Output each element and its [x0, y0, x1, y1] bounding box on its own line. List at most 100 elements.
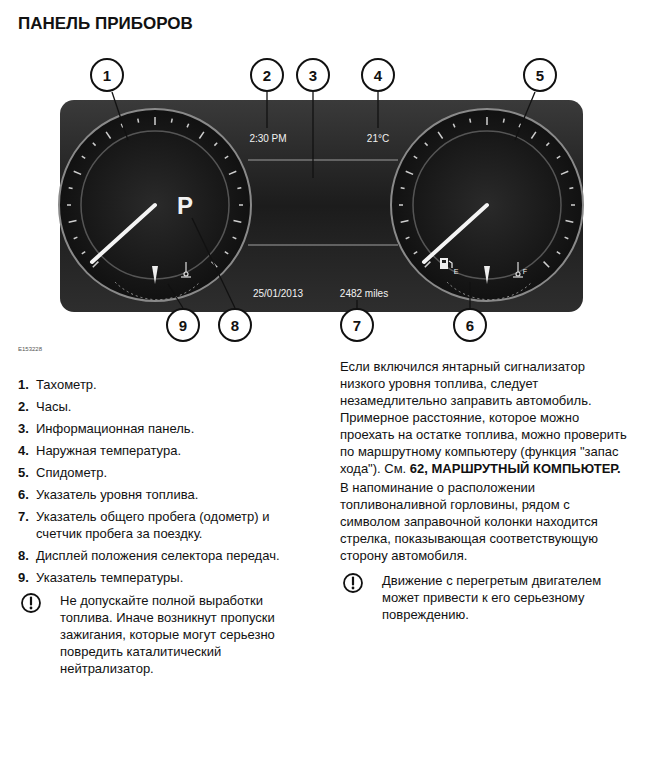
leader-lines [112, 92, 535, 308]
dial-tick [469, 119, 471, 123]
dial-tick [503, 119, 505, 123]
list-item: 4.Наружная температура. [18, 442, 310, 459]
callout-circle: 9 [166, 308, 200, 342]
list-item: 1.Тахометр. [18, 376, 310, 393]
callout-circle: 8 [218, 308, 252, 342]
dial-tick [137, 119, 139, 123]
dial-tick [74, 237, 78, 239]
callout-circle: 1 [90, 58, 124, 92]
item-number: 7. [18, 508, 36, 542]
dial-tick [571, 204, 575, 206]
item-number: 5. [18, 464, 36, 481]
item-number: 4. [18, 442, 36, 459]
dial-tick [82, 156, 85, 158]
temperature-icon [181, 262, 191, 277]
item-text: Спидометр. [36, 464, 310, 481]
figure-id: E153228 [18, 346, 42, 352]
callout-number: 3 [309, 67, 317, 84]
warning-note: Движение с перегретым двигателем может п… [340, 572, 630, 623]
dial-tick [154, 117, 156, 125]
callout-number: 6 [466, 317, 474, 334]
dial-tick [401, 187, 405, 189]
item-number: 9. [18, 569, 36, 586]
dial-tick [82, 252, 85, 254]
cross-reference: 62, МАРШРУТНЫЙ КОМПЬЮТЕР [410, 461, 617, 476]
dial-tick [239, 204, 243, 206]
dial-tick [225, 252, 228, 254]
dial-tick [544, 262, 550, 268]
dial-tick [566, 221, 574, 223]
display-text: F [523, 268, 527, 275]
item-text: Указатель уровня топлива. [36, 486, 310, 503]
dial-ticks [67, 117, 575, 267]
dial-tick [401, 221, 409, 223]
warning-note: Не допускайте полной выработки топлива. … [18, 592, 310, 677]
callout-circle: 3 [296, 58, 330, 92]
list-item: 3.Информационная панель. [18, 420, 310, 437]
paragraph: Если включился янтарный сигнализатор низ… [340, 358, 630, 477]
speedometer-dial [391, 109, 583, 301]
dial-tick [486, 117, 488, 125]
punctuation: . [617, 461, 621, 476]
dial-tick [74, 171, 81, 174]
item-text: Указатель температуры. [36, 569, 310, 586]
display-text: 21°C [367, 133, 389, 144]
fuel-pump-icon [440, 258, 452, 269]
right-column: Если включился янтарный сигнализатор низ… [340, 358, 630, 623]
dial-tick [406, 237, 410, 239]
dial-tick [406, 171, 413, 174]
dial-tick [214, 143, 217, 146]
warning-icon [20, 592, 42, 614]
callout-number: 8 [231, 317, 239, 334]
left-column: 1.Тахометр.2.Часы.3.Информационная панел… [18, 376, 310, 677]
callout-circle: 2 [250, 58, 284, 92]
item-text: Наружная температура. [36, 442, 310, 459]
item-number: 2. [18, 398, 36, 415]
display-text: P [177, 192, 193, 220]
dial-tick [531, 132, 536, 139]
list-item: 9.Указатель температуры. [18, 569, 310, 586]
dial-tick [425, 143, 428, 146]
item-number: 3. [18, 420, 36, 437]
callout-number: 1 [103, 67, 111, 84]
callout-number: 5 [536, 67, 544, 84]
page-title: ПАНЕЛЬ ПРИБОРОВ [18, 14, 193, 34]
warning-icon [342, 572, 364, 594]
tachometer-dial [59, 109, 251, 301]
callout-number: 4 [374, 67, 382, 84]
tachometer-needle [92, 205, 155, 262]
dial-tick [225, 156, 228, 158]
item-text: Информационная панель. [36, 420, 310, 437]
body-text: В напоминание о расположении топливонали… [340, 480, 598, 563]
dial-tick [67, 204, 71, 206]
dial-tick [438, 132, 443, 139]
dial-tick [69, 221, 77, 223]
temp-pointer [152, 266, 158, 284]
callout-number: 9 [179, 317, 187, 334]
paragraph: В напоминание о расположении топливонали… [340, 479, 630, 564]
display-text: 2:30 PM [249, 133, 286, 144]
dial-tick [565, 237, 569, 239]
dial-tick [106, 132, 111, 139]
item-text: Часы. [36, 398, 310, 415]
callout-circle: 4 [361, 58, 395, 92]
dial-tick [234, 221, 242, 223]
item-number: 1. [18, 376, 36, 393]
dial-tick [69, 187, 73, 189]
callout-number: 7 [353, 317, 361, 334]
dial-tick [93, 143, 96, 146]
list-item: 7.Указатель общего пробега (одометр) и с… [18, 508, 310, 542]
display-text: 2482 miles [340, 288, 388, 299]
list-item: 2.Часы. [18, 398, 310, 415]
item-text: Дисплей положения селектора передач. [36, 547, 310, 564]
display-text: 25/01/2013 [253, 288, 303, 299]
warning-text: Не допускайте полной выработки топлива. … [60, 593, 275, 676]
item-number: 6. [18, 486, 36, 503]
dial-tick [557, 252, 560, 254]
display-text: E [454, 268, 459, 275]
dial-tick [199, 132, 204, 139]
callout-circle: 7 [340, 308, 374, 342]
item-text: Тахометр. [36, 376, 310, 393]
dial-tick [399, 204, 403, 206]
